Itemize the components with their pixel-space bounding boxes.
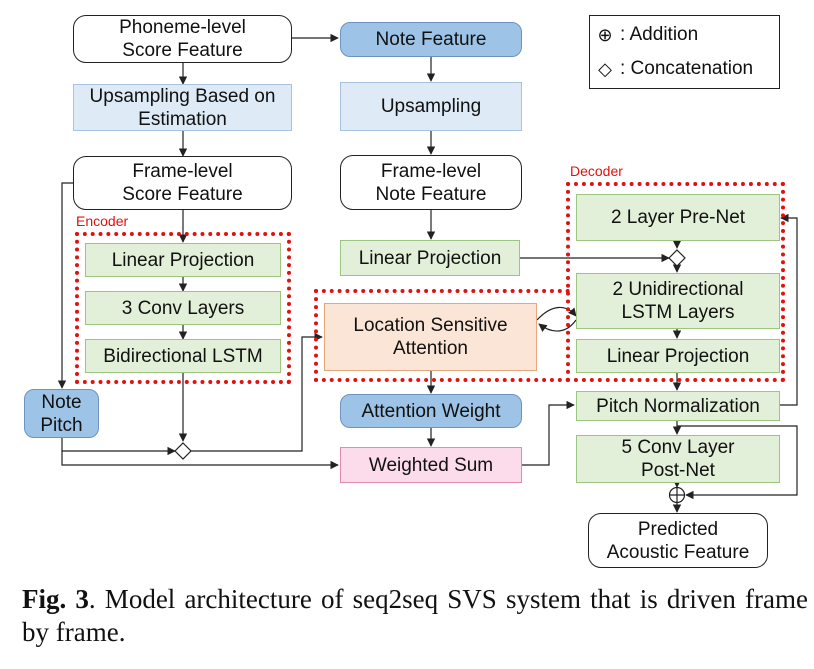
addition-circle	[668, 486, 686, 504]
decoder-region	[566, 182, 785, 382]
arrow-note-pitch-to-concat	[61, 438, 176, 456]
caption-label: Fig. 3	[22, 584, 89, 614]
arrow-frame-score-to-note-pitch	[57, 182, 73, 389]
unidirectional-lstm-node: 2 Unidirectional LSTM Layers	[576, 273, 780, 329]
encoder-label: Encoder	[76, 213, 129, 229]
legend-addition-text: : Addition	[620, 24, 699, 45]
postnet-node: 5 Conv Layer Post-Net	[576, 435, 780, 483]
addition-symbol-icon: ⊕	[597, 24, 613, 45]
attention-weight-node: Attention Weight	[340, 394, 522, 428]
frame-score-feature-node: Frame-level Score Feature	[73, 156, 292, 210]
conv-layers-node: 3 Conv Layers	[85, 291, 281, 325]
bidirectional-lstm-node: Bidirectional LSTM	[85, 339, 281, 373]
arrow-attention-to-lstm	[536, 306, 577, 321]
legend-box: ⊕ : Addition ◇ : Concatenation	[589, 15, 780, 89]
connector-layer	[57, 33, 798, 513]
upsampling-estimation-node: Upsampling Based on Estimation	[73, 84, 292, 131]
note-pitch-node: Note Pitch	[24, 389, 99, 438]
encoder-region	[75, 232, 291, 384]
arrow-weighted-sum-to-pitch-norm	[522, 400, 575, 466]
encoder-linear-projection-node: Linear Projection	[85, 243, 281, 277]
location-sensitive-attention-node: Location Sensitive Attention	[324, 303, 537, 371]
figure-caption: Fig. 3. Model architecture of seq2seq SV…	[22, 583, 808, 649]
legend-addition: ⊕ : Addition	[590, 22, 779, 48]
decoder-label: Decoder	[570, 163, 623, 179]
weighted-sum-node: Weighted Sum	[340, 447, 522, 483]
note-feature-node: Note Feature	[340, 22, 522, 57]
prenet-node: 2 Layer Pre-Net	[576, 194, 780, 241]
upsampling-node: Upsampling	[340, 82, 522, 131]
arrow-pitch-norm-residual	[677, 425, 798, 500]
note-linear-projection-node: Linear Projection	[340, 240, 520, 276]
caption-text: . Model architecture of seq2seq SVS syst…	[22, 584, 808, 647]
arrow-concat-to-attention	[191, 332, 323, 452]
arrow-note-pitch-to-weighted-sum	[61, 451, 339, 470]
concat-symbol-icon: ◇	[598, 58, 612, 79]
decoder-linear-projection-node: Linear Projection	[576, 339, 780, 373]
arrow-pitch-norm-to-prenet	[780, 213, 798, 406]
concat-diamond-encoder	[174, 442, 192, 460]
arrow-lstm-to-attention	[538, 319, 577, 332]
legend-concatenation: ◇ : Concatenation	[590, 56, 779, 82]
pitch-normalization-node: Pitch Normalization	[576, 391, 780, 421]
frame-note-feature-node: Frame-level Note Feature	[340, 155, 522, 210]
decoder-region-attention-extension	[314, 289, 570, 382]
legend-concat-text: : Concatenation	[620, 58, 754, 79]
predicted-acoustic-feature-node: Predicted Acoustic Feature	[588, 513, 768, 568]
phoneme-score-feature-node: Phoneme-level Score Feature	[73, 15, 292, 63]
concat-diamond-decoder	[668, 249, 686, 267]
